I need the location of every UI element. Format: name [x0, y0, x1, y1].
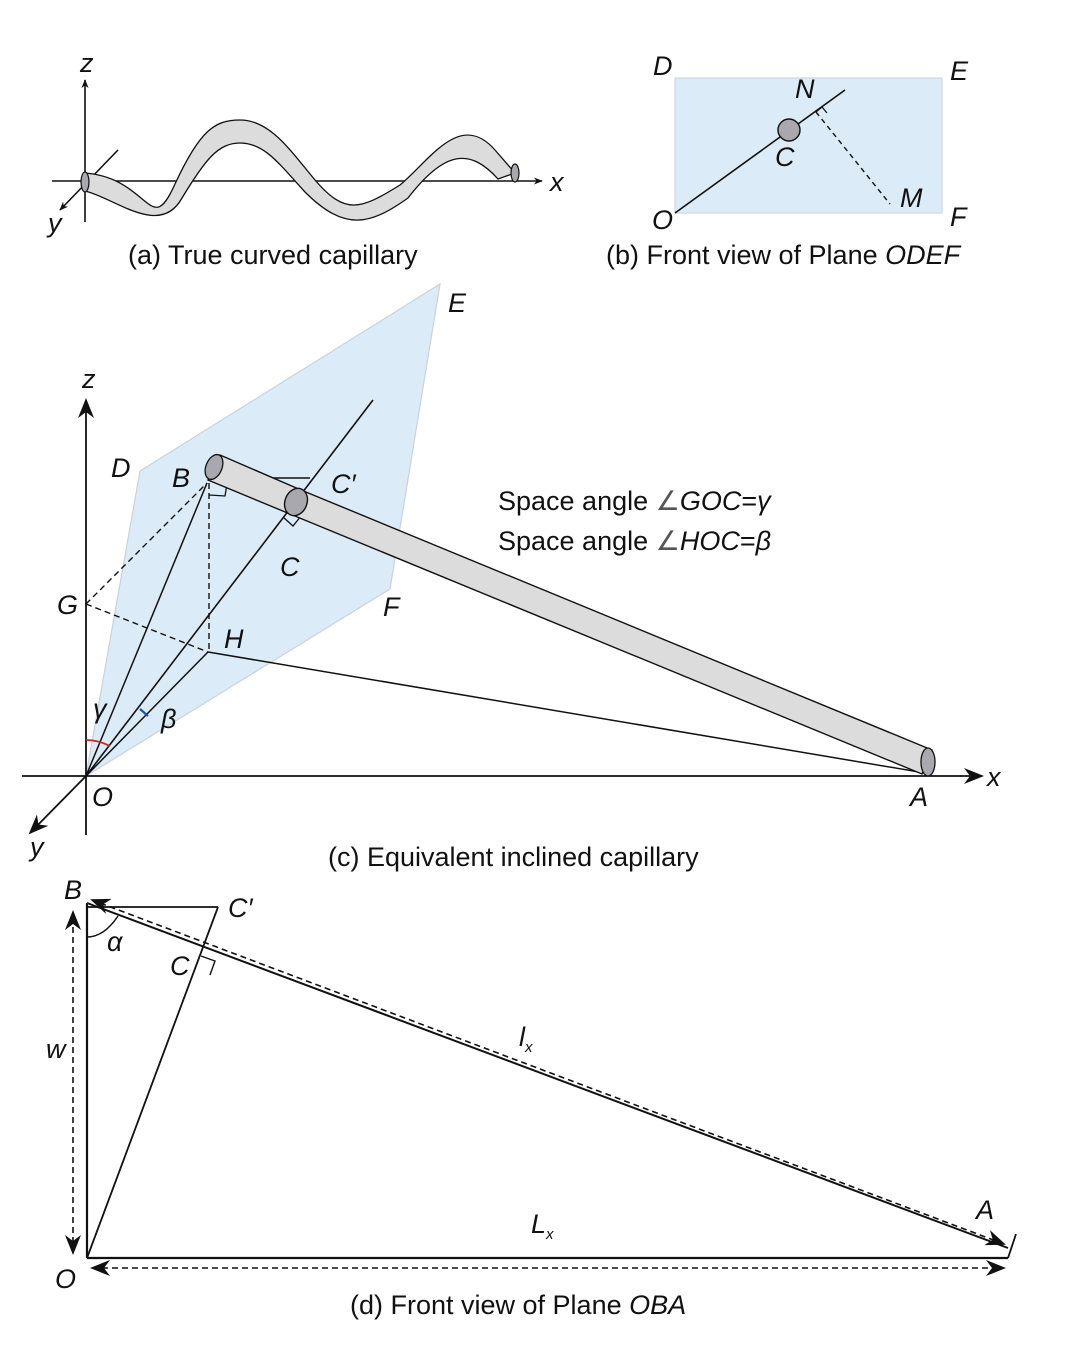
- a-tube-start: [80, 171, 90, 193]
- d-label-b: B: [64, 875, 82, 905]
- c-annotation-gamma: Space angle ∠GOC=γ: [498, 486, 772, 516]
- c-beta-mark: [139, 708, 149, 717]
- a-z-label: z: [79, 48, 94, 78]
- b-label-d: D: [653, 51, 673, 81]
- c-label-b: B: [172, 463, 190, 493]
- c-tube-end-a: [920, 747, 936, 777]
- b-line-nm: [815, 111, 891, 205]
- panel-c: E z D B C′ C G H F γ β O A x y Space ang…: [22, 282, 1002, 872]
- d-side-ba: [86, 902, 1009, 1249]
- b-label-f: F: [950, 202, 968, 232]
- c-line-ha: [207, 651, 926, 774]
- b-label-n: N: [795, 74, 815, 104]
- c-label-o: O: [92, 782, 113, 812]
- c-caption: (c) Equivalent inclined capillary: [328, 842, 699, 872]
- c-z-label: z: [81, 364, 96, 394]
- a-y-label: y: [46, 208, 63, 238]
- c-tube-end-b: [204, 453, 224, 481]
- d-label-alpha: α: [107, 927, 124, 957]
- c-y-axis: [28, 775, 87, 835]
- b-label-e: E: [950, 56, 969, 86]
- d-end-tick-a: [1007, 1233, 1017, 1259]
- c-x-label: x: [985, 762, 1002, 792]
- d-caption: (d) Front view of Plane OBA: [350, 1290, 686, 1320]
- d-label-o: O: [55, 1264, 76, 1294]
- c-label-a: A: [908, 782, 928, 812]
- c-label-f: F: [383, 592, 401, 622]
- b-label-c: C: [775, 142, 795, 172]
- c-y-label: y: [28, 832, 45, 862]
- b-caption: (b) Front view of Plane ODEF: [606, 240, 962, 270]
- a-curved-capillary: [84, 119, 517, 221]
- c-label-e: E: [448, 288, 467, 318]
- d-label-c: C: [170, 951, 190, 981]
- c-label-beta: β: [160, 704, 176, 734]
- d-label-w: w: [46, 1034, 67, 1064]
- d-line-oc-prime: [86, 906, 219, 1259]
- c-line-oc-extended: [85, 399, 374, 777]
- c-right-angle-c: [282, 515, 302, 527]
- c-label-d: D: [111, 453, 131, 483]
- c-gamma-arc: [85, 739, 111, 747]
- c-label-g: G: [57, 590, 78, 620]
- b-right-angle-mark: [815, 106, 828, 114]
- c-label-c-prime: C′: [331, 469, 356, 499]
- b-plane-odef: [674, 77, 943, 214]
- a-caption: (a) True curved capillary: [128, 240, 418, 270]
- b-line-oc: [674, 89, 846, 214]
- c-line-ob: [85, 482, 208, 777]
- d-label-a: A: [974, 1195, 994, 1225]
- a-x-label: x: [548, 167, 565, 197]
- c-dashed-gh: [85, 603, 209, 653]
- d-dim-lx: [90, 898, 1006, 1246]
- c-label-c: C: [280, 552, 300, 582]
- c-dashed-gb: [85, 482, 208, 605]
- c-label-h: H: [224, 624, 244, 654]
- panel-a: z x y (a) True curved capillary: [46, 48, 565, 270]
- b-label-m: M: [900, 183, 923, 213]
- c-annotation-beta: Space angle ∠HOC=β: [498, 526, 771, 556]
- c-label-gamma: γ: [93, 694, 108, 724]
- d-label-lx: lx: [519, 1022, 533, 1056]
- a-tube-end: [510, 163, 520, 183]
- d-label-c-prime: C′: [228, 893, 253, 923]
- b-capillary-section: [777, 118, 801, 142]
- d-label-Lx: Lx: [531, 1209, 554, 1243]
- b-label-o: O: [652, 205, 673, 235]
- c-tube-section-c: [283, 487, 309, 517]
- panel-d: B C′ C α w lx Lx A O (d) Front view of P…: [46, 875, 1017, 1320]
- panel-b: D E N C M O F (b) Front view of Plane OD…: [606, 51, 969, 270]
- d-right-angle-c: [200, 955, 216, 976]
- c-plane-odef: [85, 282, 441, 778]
- d-alpha-arc: [86, 915, 119, 938]
